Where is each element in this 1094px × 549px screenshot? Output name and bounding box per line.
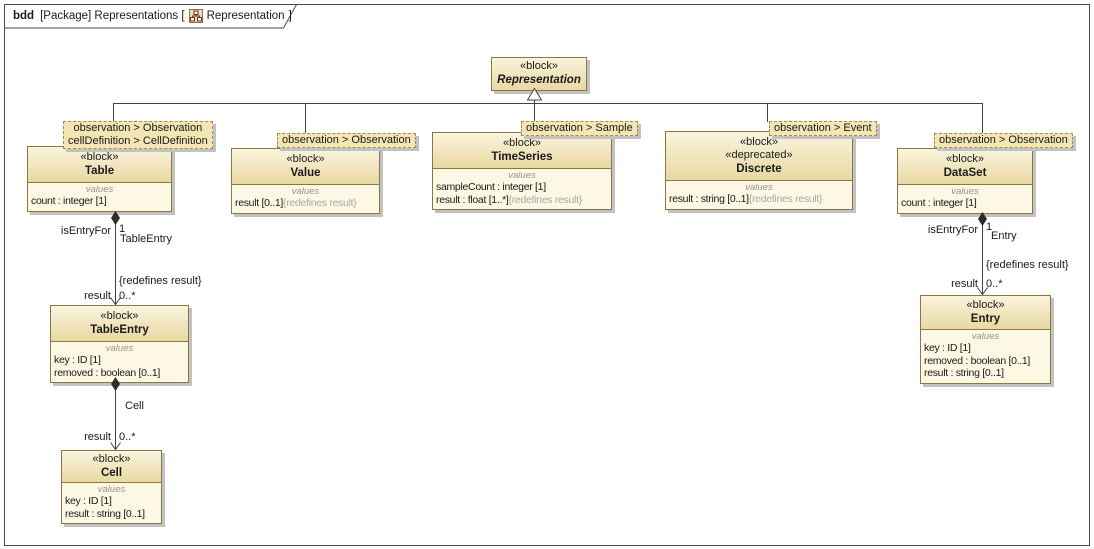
edge-multiplicity-label: 0..* <box>119 431 136 443</box>
block-name: Cell <box>100 467 123 479</box>
edge-multiplicity-label: 0..* <box>119 290 136 302</box>
values-caption: values <box>97 484 126 495</box>
generalization-branch-dataset[interactable] <box>982 103 983 134</box>
generalization-branch-timeseries[interactable] <box>534 100 535 122</box>
edge-constraint-label: {redefines result} <box>119 275 202 287</box>
values-caption: values <box>85 184 114 195</box>
class-diagram-icon <box>188 9 203 23</box>
attribute-line: sampleCount : integer [1] <box>436 181 546 193</box>
edge-role-label: isEntryFor <box>60 225 111 237</box>
context-line: cellDefinition > CellDefinition <box>68 135 208 147</box>
block-name: TableEntry <box>90 324 149 336</box>
attribute-line: result : string [0..1] <box>65 507 145 520</box>
attribute-line: key : ID [1] <box>54 354 101 366</box>
attribute-line: removed : boolean [0..1] <box>924 354 1031 367</box>
values-caption: values <box>508 170 536 181</box>
context-box-value[interactable]: observation > Observation <box>277 133 416 148</box>
edge-role-label: result <box>84 431 111 443</box>
stereotype-label: «block» <box>740 136 778 148</box>
context-box-dataset[interactable]: observation > Observation <box>934 133 1073 148</box>
block-name: DataSet <box>943 167 987 179</box>
generalization-branch-value[interactable] <box>305 103 306 134</box>
edge-role-label: result <box>951 278 978 290</box>
attribute-line: result : string [0..1]{redefines result} <box>669 193 823 205</box>
composition-diamond-icon <box>111 211 120 225</box>
attribute-line: result : string [0..1] <box>924 367 1004 379</box>
diagram-title-close: ] <box>288 10 292 22</box>
values-caption: values <box>745 182 773 193</box>
edge-multiplicity-label: 1 <box>986 221 993 233</box>
edge-end-name-label: Cell <box>125 400 144 412</box>
context-box-table[interactable]: observation > Observation cellDefinition… <box>63 121 213 149</box>
values-caption: values <box>291 186 320 197</box>
attribute-line: count : integer [1] <box>31 195 107 207</box>
attribute-line: key : ID [1] <box>65 495 112 507</box>
stereotype-label: «block» <box>92 453 131 465</box>
block-table[interactable]: «block» Table values count : integer [1] <box>27 146 172 212</box>
edge-dataset-entry[interactable] <box>982 212 983 295</box>
composition-diamond-icon <box>978 212 987 226</box>
block-name: Discrete <box>736 163 782 175</box>
values-caption: values <box>951 186 979 197</box>
context-line: observation > Observation <box>282 134 411 146</box>
stereotype-label: «block» <box>966 299 1005 311</box>
diagram-frame <box>4 4 1090 546</box>
navigability-arrow-icon <box>110 297 121 305</box>
stereotype-label: «block» <box>80 151 119 163</box>
context-line: observation > Observation <box>73 122 203 134</box>
context-line: observation > Sample <box>526 122 633 134</box>
edge-end-name-label: Entry <box>991 230 1017 242</box>
stereotype-label: «block» <box>946 153 984 165</box>
block-tableentry[interactable]: «block» TableEntry values key : ID [1] r… <box>50 305 189 383</box>
stereotype-label: «block» <box>100 310 139 322</box>
context-box-timeseries[interactable]: observation > Sample <box>521 121 638 136</box>
attribute-line: removed : boolean [0..1] <box>54 366 161 379</box>
block-entry[interactable]: «block» Entry values key : ID [1] remove… <box>920 295 1051 384</box>
block-name: TimeSeries <box>491 151 553 163</box>
attribute-line: key : ID [1] <box>924 342 971 354</box>
values-caption: values <box>971 331 1000 342</box>
edge-end-name-label: TableEntry <box>120 233 172 245</box>
block-name: Value <box>290 167 321 179</box>
edge-multiplicity-label: 1 <box>119 223 126 235</box>
context-box-discrete[interactable]: observation > Event <box>769 121 877 136</box>
edge-constraint-label: {redefines result} <box>986 259 1069 271</box>
edge-tableentry-cell[interactable] <box>115 377 116 450</box>
stereotype-label: «block» <box>503 137 541 149</box>
block-cell[interactable]: «block» Cell values key : ID [1] result … <box>61 450 162 524</box>
edge-table-tableentry[interactable] <box>115 211 116 305</box>
block-timeseries[interactable]: «block» TimeSeries values sampleCount : … <box>432 132 612 210</box>
diagram-kind-label: bdd <box>13 10 35 22</box>
block-representation[interactable]: «block» Representation <box>491 57 587 91</box>
attribute-line: result : float [1..*]{redefines result} <box>436 193 582 206</box>
stereotype-label: «block» <box>286 153 325 165</box>
stereotype-label: «deprecated» <box>725 149 793 161</box>
stereotype-label: «block» <box>520 60 558 72</box>
block-name: Entry <box>970 313 1001 325</box>
block-dataset[interactable]: «block» DataSet values count : integer [… <box>897 148 1033 214</box>
values-caption: values <box>105 343 134 354</box>
diagram-name: Representation <box>206 10 285 22</box>
block-name: Representation <box>497 74 581 86</box>
diagram-header: bdd [Package] Representations [ Represen… <box>13 9 292 23</box>
generalization-arrow-icon <box>527 88 542 101</box>
diagram-title: [Package] Representations [ <box>40 10 185 22</box>
generalization-trunk-line[interactable] <box>113 103 983 104</box>
generalization-branch-discrete[interactable] <box>767 103 768 122</box>
block-name: Table <box>84 165 115 177</box>
context-line: observation > Event <box>774 122 872 134</box>
edge-role-label: isEntryFor <box>927 224 978 236</box>
edge-role-label: result <box>84 290 111 302</box>
navigability-arrow-icon <box>977 287 988 295</box>
block-discrete[interactable]: «block» «deprecated» Discrete values res… <box>665 131 853 210</box>
navigability-arrow-icon <box>110 442 121 450</box>
attribute-line: count : integer [1] <box>901 197 977 209</box>
block-value[interactable]: «block» Value values result [0..1]{redef… <box>231 148 380 214</box>
composition-diamond-icon <box>111 377 120 391</box>
generalization-branch-table[interactable] <box>113 103 114 122</box>
attribute-line: result [0..1]{redefines result} <box>235 197 357 209</box>
edge-multiplicity-label: 0..* <box>986 278 1003 290</box>
context-line: observation > Observation <box>939 134 1068 146</box>
diagram-tab <box>4 4 298 29</box>
